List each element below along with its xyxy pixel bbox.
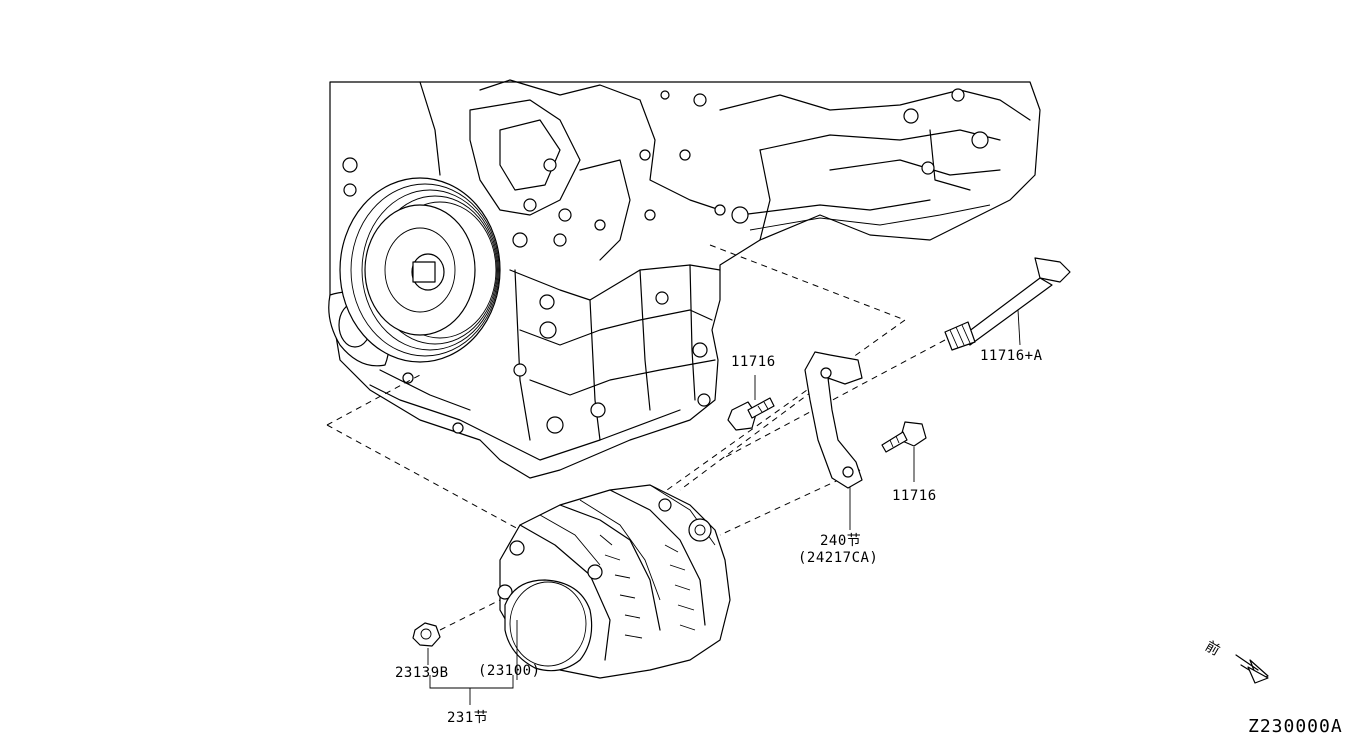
label-nut: 23139B [395,665,449,681]
label-bracket-section: 240节 [820,533,861,549]
front-indicator: 前 [1202,637,1223,659]
long-bolt [944,257,1071,351]
diagram-ref-code: Z230000A [1248,716,1343,736]
alternator [497,484,731,680]
label-alternator-section: 231节 [447,710,488,726]
label-upper-bolt: 11716 [731,354,776,370]
crank-pulley [328,177,501,367]
label-bracket-part: (24217CA) [798,550,878,566]
label-alternator: (23100) [478,663,541,679]
front-arrow-icon [1235,654,1269,684]
upper-bolt [727,375,775,431]
leader-lines [429,675,514,705]
lower-bolt [881,421,927,482]
nut [412,622,441,665]
adjusting-bracket [804,351,863,530]
engine-block [329,79,1041,479]
label-lower-bolt: 11716 [892,488,937,504]
label-long-bolt: 11716+A [980,348,1043,364]
